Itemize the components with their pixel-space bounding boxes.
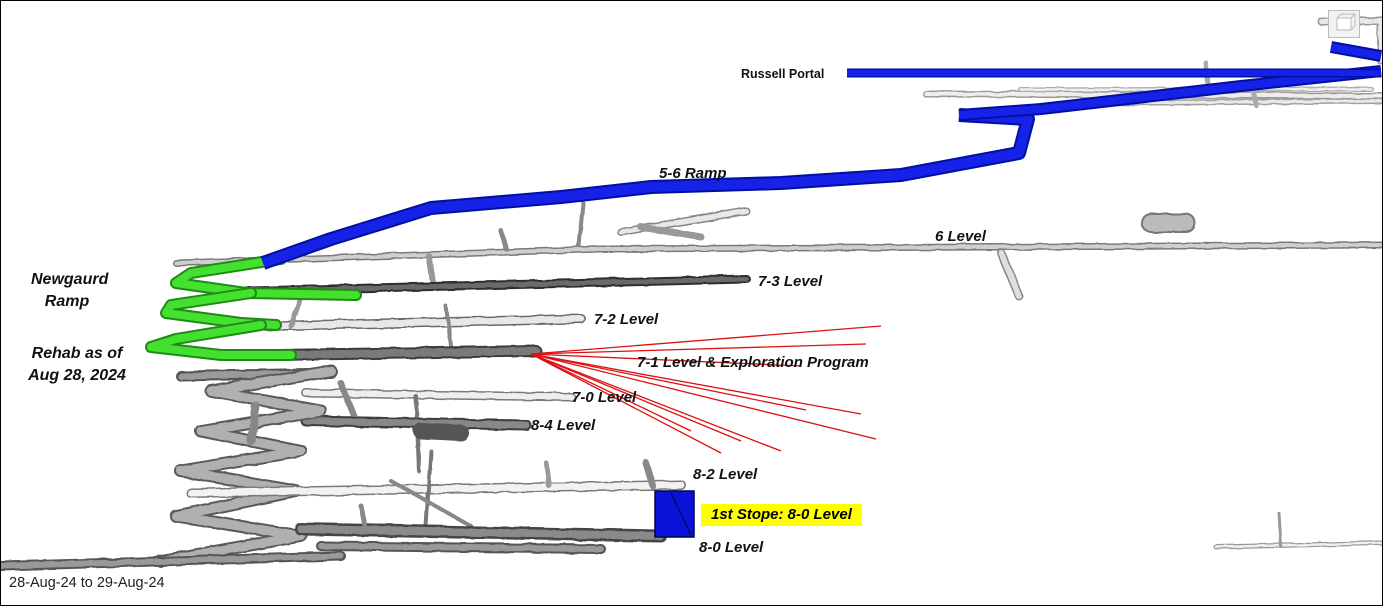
level-7-2-label: 7-2 Level [594,311,659,328]
level-6-drift [172,201,1382,301]
level-7-3-label: 7-3 Level [758,273,823,290]
russell-portal-label: Russell Portal [741,67,825,81]
exploration-drill-holes [530,325,882,454]
right-small-workings [1213,511,1382,550]
level-8-4-drift [300,415,532,441]
newgaurd-ramp-label: Newgaurd Ramp [31,271,109,310]
russell-portal-drift [847,41,1382,78]
level-8-2-drift [186,449,686,528]
level-8-4-label: 8-4 Level [531,417,596,434]
level-8-0-label: 8-0 Level [699,539,764,556]
level-8-0-drift [294,503,668,554]
first-stope-label: 1st Stope: 8-0 Level [701,504,862,526]
tunnels [1,17,1382,571]
first-stope-block [654,490,695,538]
level-7-1-label: 7-1 Level & Exploration Program [637,354,869,371]
ramp-5-6 [260,65,1382,270]
level-7-2-drift [261,294,586,348]
level-8-2-label: 8-2 Level [693,466,758,483]
date-range: 28-Aug-24 to 29-Aug-24 [9,575,165,591]
newgaurd-ramp-rehab [145,253,362,361]
level-6-label: 6 Level [935,228,986,245]
bottom-drift [1,551,346,571]
ramp-5-6-label: 5-6 Ramp [659,165,727,182]
view-cube-icon[interactable] [1328,10,1360,38]
rehab-date-label: Rehab as of Aug 28, 2024 [28,345,126,384]
level-7-0-label: 7-0 Level [572,389,637,406]
lower-spiral-ramp [154,364,338,568]
